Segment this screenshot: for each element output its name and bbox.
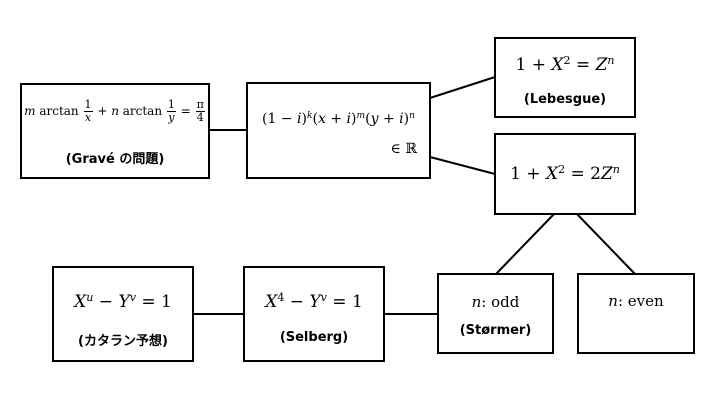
node-lebesgue: 1 + X2 = Zn (Lebesgue): [494, 37, 636, 118]
edge-gauss-lebesgue: [429, 76, 496, 99]
caption-stormer: (Størmer): [459, 323, 532, 338]
condition-odd: odd: [491, 293, 520, 311]
caption-grave: (Gravé の問題): [65, 152, 165, 167]
node-gaussian-expression: (1 − i)k(x + i)m(y + i)n ∈ ℝ: [246, 82, 431, 179]
node-selberg: X4 − Yv = 1 (Selberg): [243, 266, 385, 362]
node-n-odd: n: odd (Størmer): [437, 273, 554, 354]
caption-lebesgue: (Lebesgue): [523, 92, 607, 107]
node-n-even: n: even: [577, 273, 695, 354]
equation-lebesgue: 1 + X2 = Zn: [515, 53, 615, 75]
edge-gauss-two-z: [429, 156, 496, 175]
equation-gaussian: (1 − i)k(x + i)m(y + i)n: [262, 111, 415, 127]
member-of-reals: ∈ ℝ: [390, 141, 417, 157]
equation-n-even: n: even: [608, 292, 664, 310]
equation-two-z: 1 + X2 = 2Zn: [510, 162, 620, 184]
caption-selberg: (Selberg): [279, 330, 349, 345]
node-catalan: Xu − Yv = 1 (カタラン予想): [52, 266, 194, 362]
node-two-z-power: 1 + X2 = 2Zn: [494, 133, 636, 215]
edge-two-z-odd: [495, 213, 555, 275]
caption-catalan: (カタラン予想): [78, 334, 168, 349]
equation-selberg: X4 − Yv = 1: [265, 290, 363, 312]
equation-n-odd: n: odd: [471, 293, 520, 311]
condition-even: even: [627, 292, 664, 310]
equation-catalan: Xu − Yv = 1: [74, 290, 172, 312]
edge-two-z-even: [576, 213, 636, 275]
